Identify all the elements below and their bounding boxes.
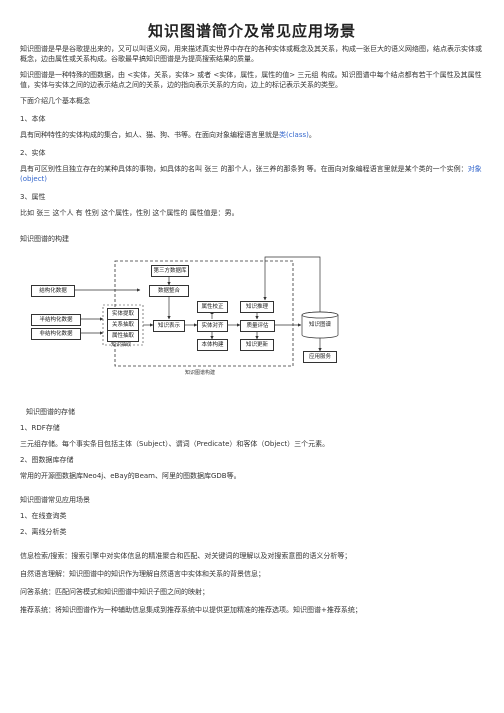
concept-1-body: 具有同种特性的实体构成的集合，如人、猫、狗、书等。在面向对象编程语言里就是类(c… <box>20 130 484 140</box>
knowledge-reason-node: 知识推理 <box>240 301 274 313</box>
concept-1-heading: 1、本体 <box>20 115 46 123</box>
storage-1-body: 三元组存储。每个事实条目包括主体（Subject）、谓词（Predicate）和… <box>20 440 330 448</box>
app-service-node: 应用服务 <box>303 351 337 363</box>
apps-1-heading: 1、在线查询类 <box>20 512 67 520</box>
attr-check-node: 属性校正 <box>197 301 228 313</box>
diagram-caption: 知识图谱构建 <box>185 370 216 376</box>
concepts-title: 下面介绍几个基本概念 <box>20 97 90 105</box>
semi-structured-data-node: 半结构化数据 <box>31 314 81 326</box>
concept-2-body: 具有可区别性且独立存在的某种具体的事物，如具体的名叫 张三 的那个人，张三养的那… <box>20 164 484 184</box>
concept-1-end: 。 <box>308 131 316 139</box>
apps-section-title: 知识图谱常见应用场景 <box>20 496 90 504</box>
storage-section-title: 知识图谱的存储 <box>26 408 75 416</box>
diagram-lines <box>75 256 339 367</box>
intro-paragraph-2: 知识图谱是一种特殊的图数据，由 <实体，关系，实体> 或者 <实体，属性，属性的… <box>20 71 482 89</box>
build-section-title: 知识图谱的构建 <box>20 235 69 243</box>
data-fusion-node: 数据整合 <box>149 285 189 297</box>
apps-2-heading: 2、离线分析类 <box>20 528 67 536</box>
quality-eval-node: 质量评估 <box>240 320 275 332</box>
third-party-db-node: 第三方数据库 <box>151 265 189 277</box>
structured-data-node: 结构化数据 <box>31 285 75 297</box>
use-case-recommendation: 推荐系统：将知识图谱作为一种辅助信息集成到推荐系统中以提供更加精准的推荐选项。知… <box>20 606 362 614</box>
entity-align-node: 实体对齐 <box>197 320 228 332</box>
storage-1-heading: 1、RDF存储 <box>20 424 60 432</box>
entity-build-node: 本体构建 <box>197 339 228 351</box>
knowledge-repr-node: 知识表示 <box>153 320 185 332</box>
storage-2-heading: 2、图数据库存储 <box>20 456 74 464</box>
storage-2-body: 常用的开源图数据库Neo4j、eBay的Beam、阿里的图数据库GDB等。 <box>20 472 241 480</box>
knowledge-update-node: 知识更新 <box>240 339 274 351</box>
attr-extract-node: 属性抽取 <box>107 330 139 342</box>
use-case-nlu: 自然语言理解：知识图谱中的知识作为理解自然语言中实体和关系的背景信息； <box>20 570 265 578</box>
use-case-search: 信息检索/搜索：搜索引擎中对实体信息的精准聚合和匹配、对关键词的理解以及对搜索意… <box>20 552 352 560</box>
class-link[interactable]: 类(class) <box>279 131 309 139</box>
intro-paragraph-1: 知识图谱是早是谷歌提出来的，又可以叫语义网，用来描述真实世界中存在的各种实体或概… <box>20 45 482 63</box>
concept-3-heading: 3、属性 <box>20 193 46 201</box>
kg-build-diagram: 第三方数据库 结构化数据 数据整合 半结构化数据 非结构化数据 实体提取 关系抽… <box>25 253 345 393</box>
unstructured-data-node: 非结构化数据 <box>31 328 81 340</box>
use-case-qa: 问答系统：匹配问答模式和知识图谱中知识子图之间的映射； <box>20 588 209 596</box>
page-title: 知识图谱简介及常见应用场景 <box>147 22 356 40</box>
concept-3-body: 比如 张三 这个人 有 性别 这个属性，性别 这个属性的 属性值是：男。 <box>20 209 239 217</box>
concept-2-heading: 2、实体 <box>20 149 46 157</box>
knowledge-graph-node: 知识图谱 <box>308 322 331 328</box>
knowledge-extract-label: 知识抽取 <box>111 342 132 348</box>
concept-2-text: 具有可区别性且独立存在的某种具体的事物，如具体的名叫 张三 的那个人，张三养的那… <box>20 165 468 173</box>
concept-1-text: 具有同种特性的实体构成的集合，如人、猫、狗、书等。在面向对象编程语言里就是 <box>20 131 279 139</box>
object-link[interactable]: 对象(object) <box>20 165 482 183</box>
